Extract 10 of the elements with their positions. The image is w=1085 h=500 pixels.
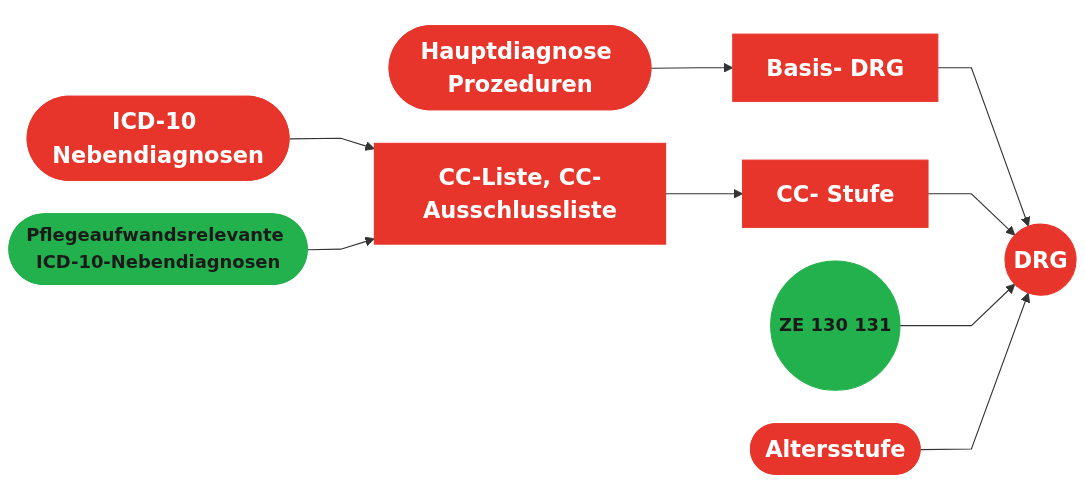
node-box: Basis- DRG — [732, 33, 939, 102]
node-box: CC- Stufe — [742, 159, 929, 228]
node-box: CC-Liste, CC-Ausschlussliste — [373, 142, 667, 245]
node-circle: DRG — [1004, 223, 1077, 296]
arrow — [937, 67, 1031, 227]
arrow — [288, 137, 375, 151]
arrow — [920, 292, 1030, 451]
arrow — [899, 283, 1016, 327]
arrow — [307, 236, 375, 251]
node-circle: ZE 130 131 — [770, 260, 901, 391]
